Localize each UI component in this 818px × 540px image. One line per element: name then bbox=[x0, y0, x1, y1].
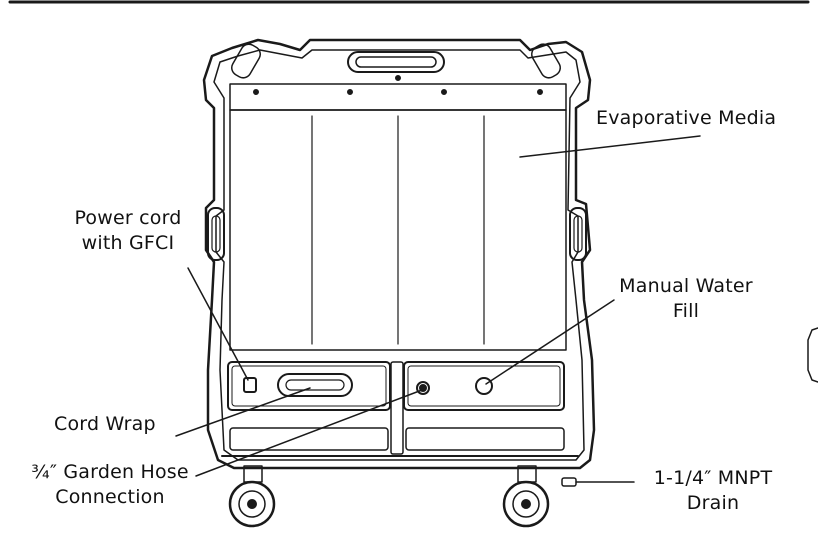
cord-wrap-handle bbox=[277, 373, 353, 397]
right-caster-wheel bbox=[502, 465, 550, 528]
drain-fitting bbox=[561, 477, 577, 487]
left-side-handle-grip bbox=[211, 215, 221, 253]
top-handle bbox=[347, 51, 445, 73]
label-cord-wrap: Cord Wrap bbox=[54, 413, 156, 435]
label-manual-water-fill-line1: Manual Water bbox=[619, 275, 753, 297]
right-side-handle-grip bbox=[573, 215, 583, 253]
base-tray-left bbox=[229, 427, 389, 451]
left-caster-wheel bbox=[228, 465, 276, 528]
evaporative-media-panel bbox=[229, 109, 567, 351]
label-power-cord: Power cord with GFCI bbox=[52, 206, 204, 256]
label-garden-hose-line2: Connection bbox=[55, 486, 165, 508]
manual-water-fill-cap bbox=[475, 377, 493, 395]
frame-screw bbox=[253, 89, 259, 95]
power-cord-outlet bbox=[243, 377, 257, 393]
edge-object bbox=[807, 327, 818, 383]
garden-hose-connection bbox=[416, 381, 430, 395]
left-control-panel bbox=[227, 361, 391, 411]
label-power-cord-line1: Power cord bbox=[74, 207, 182, 229]
right-side-handle bbox=[569, 207, 587, 261]
top-screw bbox=[395, 75, 401, 81]
left-side-handle bbox=[207, 207, 225, 261]
label-manual-water-fill: Manual Water Fill bbox=[598, 274, 774, 324]
label-drain-line1: 1-1/4″ MNPT bbox=[653, 467, 773, 489]
top-handle-grip bbox=[355, 56, 437, 68]
label-garden-hose: ¾″ Garden Hose Connection bbox=[20, 460, 200, 510]
cooler-body-inner bbox=[213, 49, 585, 461]
frame-screw bbox=[537, 89, 543, 95]
label-power-cord-line2: with GFCI bbox=[81, 232, 175, 254]
media-top-frame bbox=[229, 83, 567, 111]
leader-manual-water-fill bbox=[485, 299, 615, 385]
left-control-panel-inner bbox=[231, 365, 387, 407]
label-evaporative-media: Evaporative Media bbox=[596, 107, 777, 129]
frame-screw bbox=[347, 89, 353, 95]
leader-garden-hose bbox=[195, 389, 423, 477]
label-drain: 1-1/4″ MNPT Drain bbox=[638, 466, 788, 516]
label-garden-hose-line1: ¾″ Garden Hose bbox=[31, 461, 189, 483]
label-drain-line2: Drain bbox=[686, 492, 740, 514]
right-control-panel-inner bbox=[407, 365, 561, 407]
leader-evaporative-media bbox=[519, 135, 701, 158]
leader-power-cord bbox=[187, 267, 249, 381]
right-corner-lift bbox=[531, 43, 561, 79]
right-control-panel bbox=[403, 361, 565, 411]
leader-cord-wrap bbox=[175, 387, 311, 437]
base-tray-right bbox=[405, 427, 565, 451]
center-post bbox=[390, 361, 404, 455]
cooler-body-outline bbox=[202, 38, 596, 470]
frame-screw bbox=[441, 89, 447, 95]
label-manual-water-fill-line2: Fill bbox=[672, 300, 700, 322]
cord-wrap-grip bbox=[285, 379, 345, 391]
left-corner-lift bbox=[231, 43, 261, 79]
